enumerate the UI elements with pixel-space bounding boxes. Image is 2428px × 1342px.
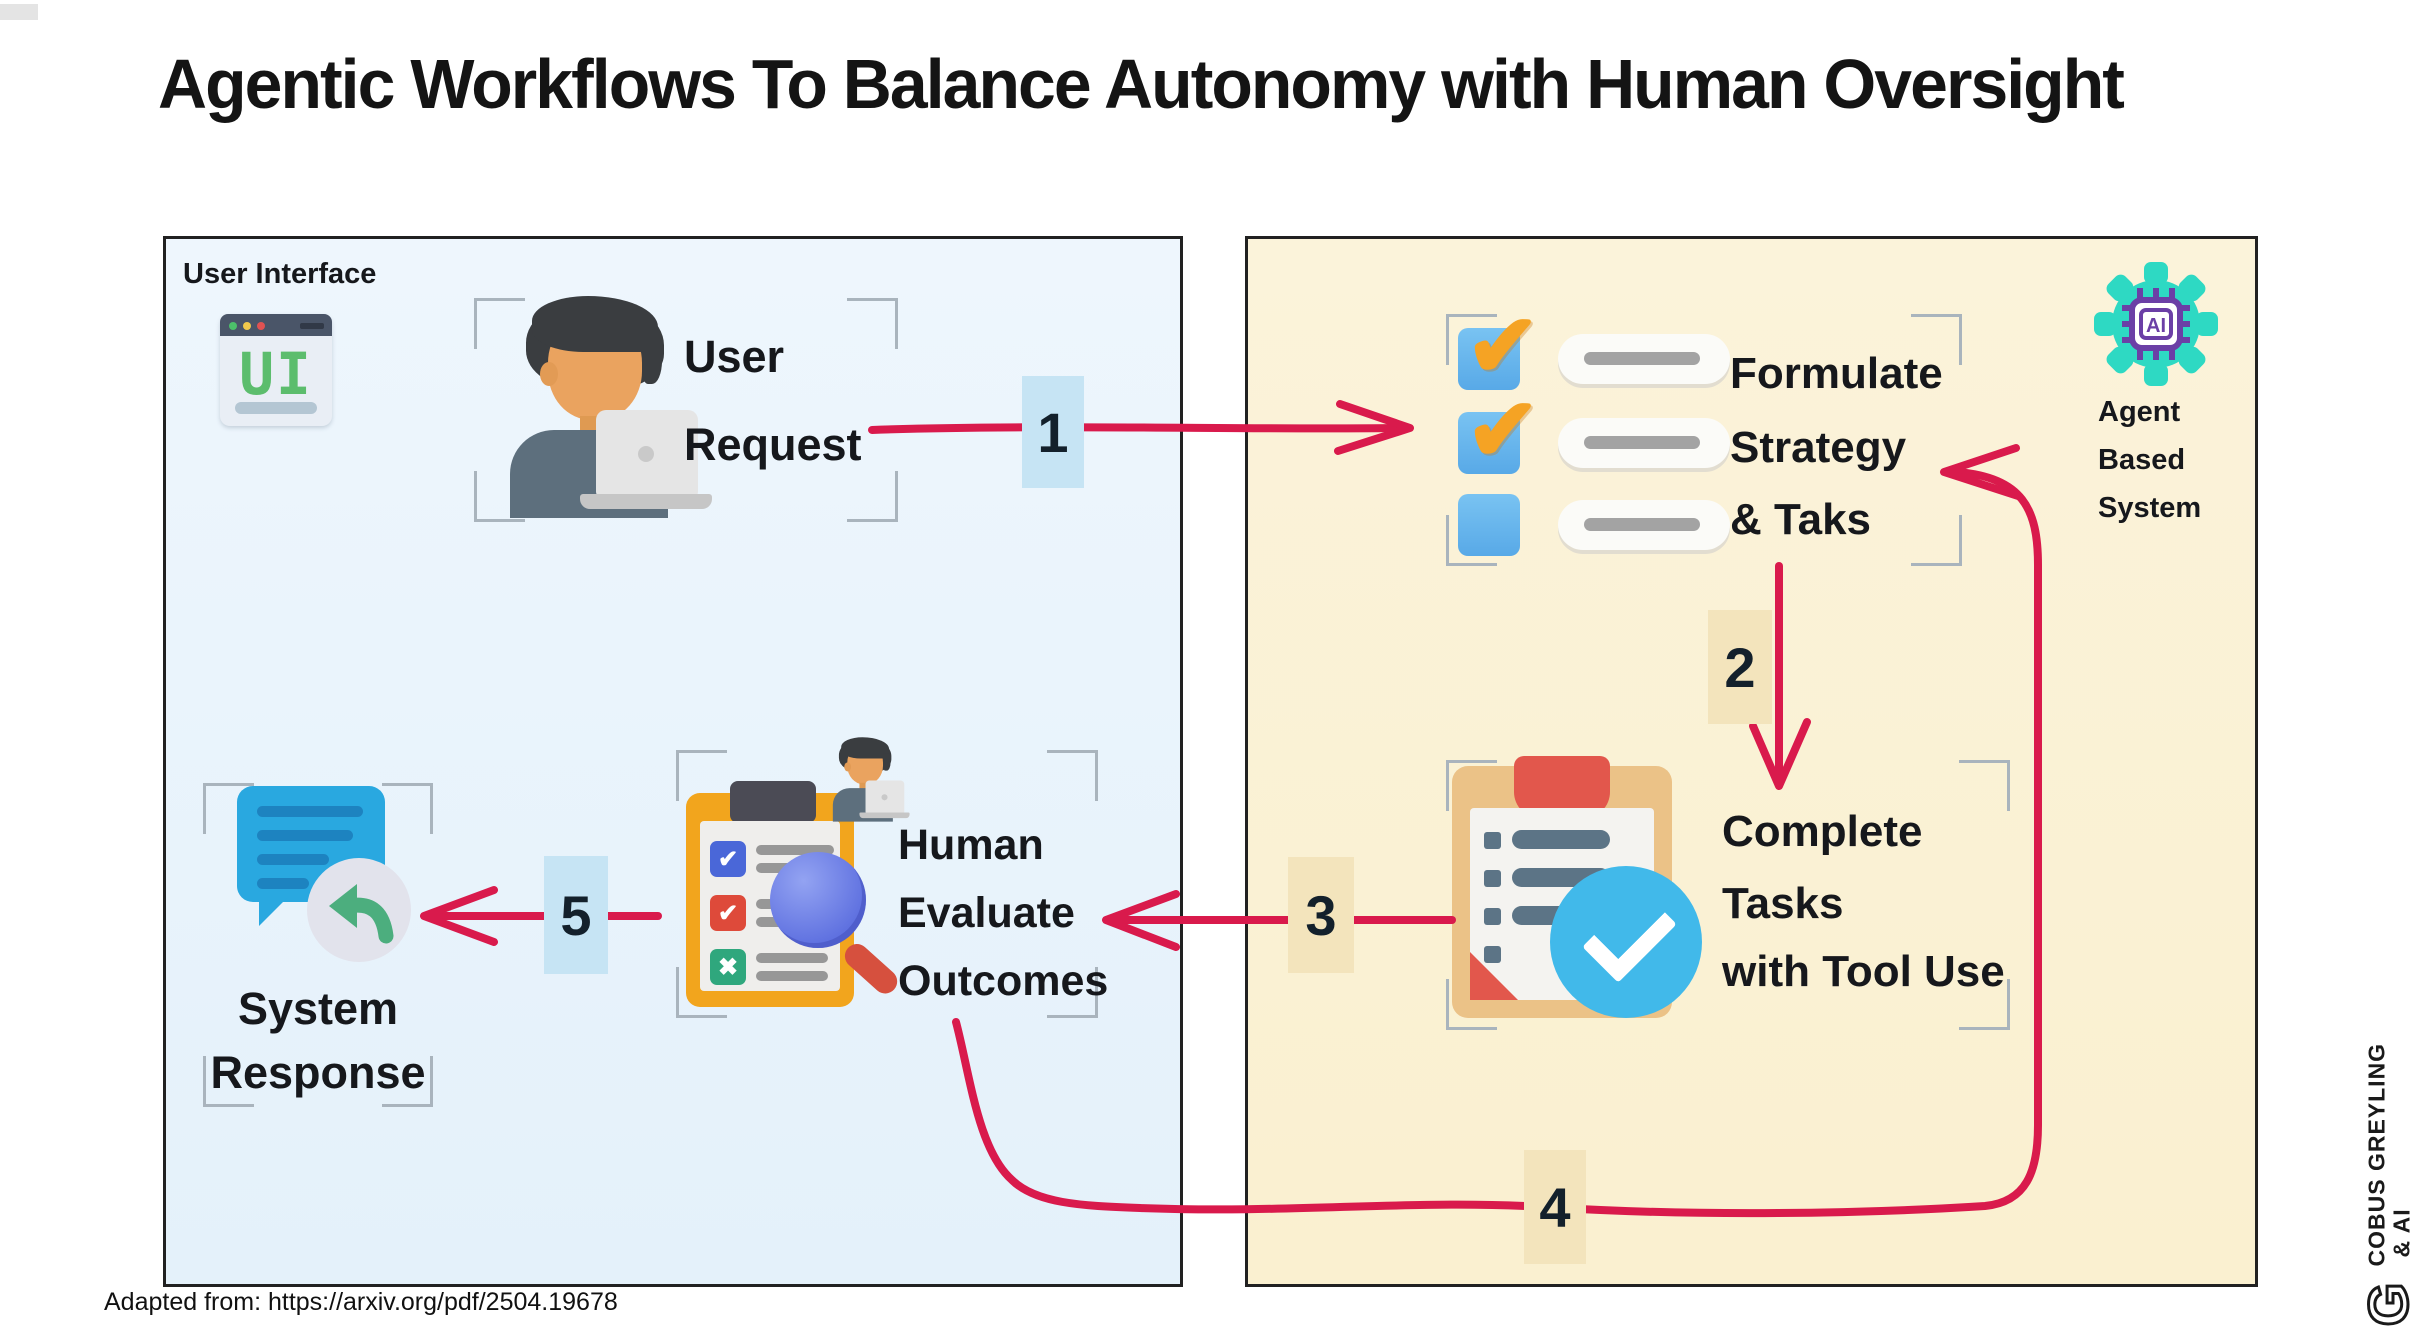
browser-dot-yellow xyxy=(243,322,251,330)
user-interface-label: User Interface xyxy=(183,258,377,290)
human-evaluate-line1: Human xyxy=(898,821,1044,869)
window-corner-artifact xyxy=(0,4,38,20)
system-response-line1: System xyxy=(237,983,399,1034)
checklist-row-1: ✔ xyxy=(1458,296,1738,395)
user-person-icon xyxy=(492,296,712,518)
check-icon: ✔ xyxy=(710,895,746,931)
browser-titlebar xyxy=(220,314,332,336)
formulate-line1: Formulate xyxy=(1730,349,1943,398)
formulate-line3: & Taks xyxy=(1730,495,1872,544)
step-badge-2: 2 xyxy=(1708,610,1772,724)
step-badge-4: 4 xyxy=(1524,1150,1586,1264)
browser-dot-red xyxy=(257,322,265,330)
agent-system-line3: System xyxy=(2098,492,2202,524)
ui-icon-text: UI xyxy=(239,340,313,408)
mini-person-icon xyxy=(826,737,910,822)
step-badge-3: 3 xyxy=(1288,857,1354,973)
magnifier-icon xyxy=(770,852,903,999)
human-evaluate-line3: Outcomes xyxy=(898,957,1109,1005)
complete-tasks-line2: Tasks xyxy=(1722,879,1844,928)
page-title: Agentic Workflows To Balance Autonomy wi… xyxy=(158,45,2125,123)
step-badge-1: 1 xyxy=(1022,376,1084,488)
agent-system-line2: Based xyxy=(2098,444,2186,476)
brand-name-vertical2: & AI xyxy=(2388,1208,2415,1258)
browser-menu-dash xyxy=(300,323,324,329)
browser-dot-green xyxy=(229,322,237,330)
task-complete-check-icon xyxy=(1550,866,1702,1018)
ai-chip-gear-icon: AI xyxy=(2090,260,2226,392)
cross-icon: ✖ xyxy=(710,949,746,985)
ui-browser-icon: UI xyxy=(220,314,332,426)
tasks-clipboard-icon xyxy=(1452,756,1702,1018)
complete-tasks-line1: Complete xyxy=(1722,807,1923,856)
check-icon: ✔ xyxy=(710,841,746,877)
complete-tasks-line3: with Tool Use xyxy=(1722,947,2005,996)
brand-name-vertical: COBUS GREYLING xyxy=(2363,1042,2390,1267)
ai-chip-text: AI xyxy=(2146,315,2166,337)
check-icon: ✔ xyxy=(1466,380,1540,479)
check-icon: ✔ xyxy=(1466,296,1540,395)
chat-bubble-icon xyxy=(237,786,385,926)
brand-logo-g: G xyxy=(2355,1281,2421,1328)
user-request-line1: User xyxy=(684,331,785,382)
checklist-row-3 xyxy=(1458,494,1738,560)
agent-system-line1: Agent xyxy=(2098,396,2181,428)
browser-underline xyxy=(235,402,317,414)
user-request-line2: Request xyxy=(684,419,862,470)
formulate-line2: Strategy xyxy=(1730,423,1907,472)
step-badge-5: 5 xyxy=(544,856,608,974)
human-evaluate-line2: Evaluate xyxy=(898,889,1075,937)
reply-arrow-icon xyxy=(307,858,411,962)
attribution-text: Adapted from: https://arxiv.org/pdf/2504… xyxy=(104,1288,618,1316)
system-response-line2: Response xyxy=(210,1047,426,1098)
checklist-row-2: ✔ xyxy=(1458,380,1738,479)
